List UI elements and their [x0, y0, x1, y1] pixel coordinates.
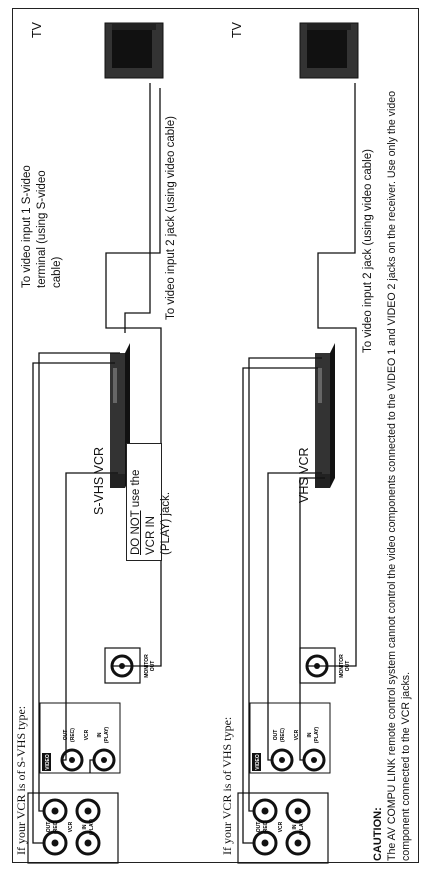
jack-label-in: IN	[307, 732, 313, 737]
jack-label-rec: (REC)	[70, 728, 76, 742]
vhs-vcr-unit	[315, 343, 335, 488]
svhs-video2-caption: To video input 2 jack (using video cable…	[165, 116, 177, 320]
jack-label-video: VIDEO	[45, 754, 51, 770]
jack-label-out: OUT	[46, 822, 52, 833]
caution-text: The AV COMPU LINK remote control system …	[386, 90, 412, 861]
jack-label-in: IN	[292, 824, 298, 829]
vhs-cables	[242, 83, 357, 844]
svhs-heading: If your VCR is of S-VHS type:	[14, 705, 28, 855]
jack-label-video: VIDEO	[255, 754, 261, 770]
receiver-vcr-panel-top: OUT (REC) VCR IN (PLAY)	[27, 792, 119, 864]
s-video-caption-1: To video input 1 S-video	[21, 165, 33, 288]
svhs-section: OUT (REC) VCR IN (PLAY) VIDEO OUT (REC) …	[27, 22, 164, 864]
jack-label-out: OUT	[256, 822, 262, 833]
jack-label-play: (PLAY)	[299, 819, 305, 836]
svhs-cable-caption: To video input 1 S-video terminal (using…	[20, 165, 65, 288]
jack-label-vcr: VCR	[68, 821, 74, 832]
jack-label-rec: (REC)	[280, 728, 286, 742]
jack-label-rec: (REC)	[53, 820, 59, 834]
tv-bottom	[299, 22, 359, 79]
jack-label-out: OUT	[273, 730, 279, 741]
svhs-cables	[32, 83, 162, 844]
jack-label-play: (PLAY)	[89, 819, 95, 836]
jack-label-play: (PLAY)	[314, 727, 320, 744]
svhs-vcr-label: S-VHS VCR	[92, 446, 106, 515]
jack-label-in: IN	[82, 824, 88, 829]
vhs-section: OUT (REC) VCR IN (PLAY) VIDEO OUT (REC) …	[237, 22, 359, 864]
vhs-heading: If your VCR is of VHS type:	[220, 716, 234, 855]
vcr-rear-panel-top: VIDEO OUT (REC) VCR IN (PLAY)	[39, 702, 121, 774]
tv-label-top: TV	[30, 22, 44, 38]
tv-top	[104, 22, 164, 79]
vhs-vcr-label: VHS VCR	[297, 447, 311, 503]
s-video-caption-2: terminal (using S-video	[36, 170, 48, 288]
caution-heading: CAUTION:	[372, 807, 384, 861]
vcr-rear-panel-bottom: VIDEO OUT (REC) VCR IN (PLAY)	[249, 702, 331, 774]
jack-label-in: IN	[97, 732, 103, 737]
vhs-video2-caption: To video input 2 jack (using video cable…	[362, 149, 374, 353]
play-jack-warning: DO NOT use the VCR IN (PLAY) jack.	[126, 443, 172, 561]
warning-emphasis: DO NOT	[130, 510, 142, 555]
jack-label-vcr: VCR	[294, 729, 300, 740]
jack-label-rec: (REC)	[263, 820, 269, 834]
jack-label-play: (PLAY)	[104, 727, 110, 744]
jack-label-vcr: VCR	[278, 821, 284, 832]
tv-label-bottom: TV	[230, 22, 244, 38]
jack-label-vcr: VCR	[84, 729, 90, 740]
s-video-caption-3: cable)	[51, 256, 63, 288]
receiver-vcr-panel-bottom: OUT (REC) VCR IN (PLAY)	[237, 792, 329, 864]
warning-text-2: (PLAY) jack.	[160, 491, 172, 555]
